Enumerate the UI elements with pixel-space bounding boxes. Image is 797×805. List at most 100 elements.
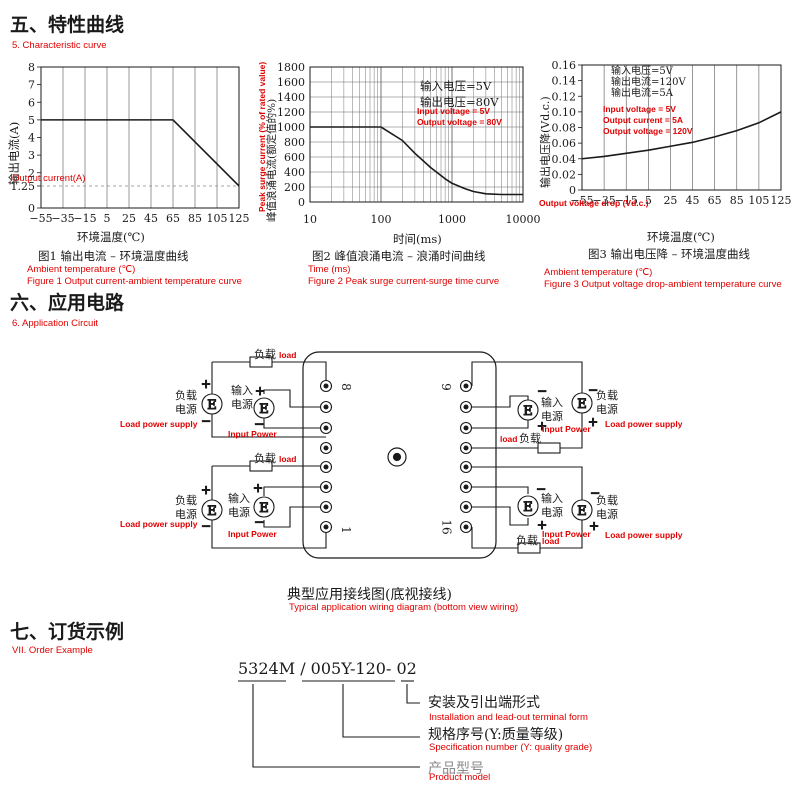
load-label-cn-2: 负载 [254,452,276,465]
load-label-en-1: load [279,350,297,360]
chart-frame [581,64,782,191]
pin-right-center [463,464,469,470]
wire [272,361,327,381]
plus-sign: + [253,481,263,495]
pin-right [459,480,473,494]
minus-sign: − [201,519,211,533]
chart-xtick-label: 45 [144,212,158,225]
plus-sign: + [537,419,547,433]
pin-left-center [323,504,329,510]
pin-right-center [463,504,469,510]
chart-xtick-label: 125 [771,194,792,207]
pin-right-center [463,524,469,530]
chart-ytick-label: 7 [28,79,35,92]
load-power-cn-br-2: 电源 [596,508,618,521]
chart-ytick-label: 0 [28,202,35,215]
wire [472,395,529,408]
chart2-legend-2: 输出电压=80V [420,95,499,109]
chart-series-line [41,119,240,187]
chart-ytick-label: 0.16 [552,59,577,72]
input-source-bl [253,496,275,518]
chart-ytick-label: 0.14 [552,75,577,88]
chart3-xlabel-en: Ambient temperature (℃) [544,267,653,278]
load-power-en-br: Load power supply [605,530,683,540]
chart1-xlabel-en: Ambient temperature (℃) [27,264,136,275]
pin-right-center [463,404,469,410]
wire [560,413,583,449]
load-power-en-tr: Load power supply [605,419,683,429]
plus-sign: + [588,415,598,429]
wire [263,418,320,429]
load-label-en-4: load [542,536,560,546]
minus-sign: − [201,414,211,428]
chart-xtick-label: 10 [303,213,317,226]
load-source-tl [201,393,223,415]
chart3-legend-1: 输入电压=5V [611,66,673,77]
load-source-tl-symbol: E [207,398,217,413]
chart-xtick-label: 85 [188,212,202,225]
minus-sign: − [590,486,600,500]
pin-left [319,400,333,414]
chart2-legend-en-2: Output voltage = 80V [417,117,502,127]
pin-left [319,421,333,435]
chart-ytick-label: 1400 [277,91,305,104]
load-power-cn-tl-1: 负载 [175,389,197,402]
chart3-xlabel: 环境温度(℃) [647,230,715,244]
chart-xtick-label: −35 [593,194,616,207]
chart1-caption-en: Figure 1 Output current-ambient temperat… [27,276,242,287]
chart-ytick-label: 400 [284,166,305,179]
plus-sign: + [201,377,211,391]
minus-sign: − [254,417,264,431]
chart-ytick-label: 8 [28,61,35,74]
plus-sign: + [255,384,265,398]
load-source-br-symbol: E [577,504,587,519]
chart-xtick-label: 1000 [438,213,466,226]
pin-left [319,441,333,455]
wire [472,466,583,500]
input-power-cn-bl-1: 输入 [228,492,250,505]
input-power-cn-tr-2: 电源 [541,410,563,423]
input-source-br-symbol: E [523,500,533,515]
order-item3-en: Product model [429,772,491,783]
plus-sign: + [537,518,547,532]
load-source-bl-symbol: E [207,504,217,519]
chart-xtick-label: 45 [686,194,700,207]
chart-xtick-label: 100 [371,213,392,226]
chart3-legend-2: 输出电流=120V [611,77,686,88]
order-item2-en: Specification number (Y: quality grade) [429,742,593,753]
pin-left-center [323,445,329,451]
load-power-cn-tr-1: 负载 [596,389,618,402]
wire [263,389,320,408]
chart-ytick-label: 3 [28,149,35,162]
chart-ytick-label: 0.12 [552,90,577,103]
module-mount-hole [387,447,407,467]
order-item1-cn: 安装及引出端形式 [428,695,540,711]
chart-xtick-label: 65 [166,212,180,225]
chart-xtick-label: −55 [29,212,52,225]
minus-sign: − [536,482,546,496]
chart-xtick-label: 5 [104,212,111,225]
input-power-cn-tl-2: 电源 [231,398,253,411]
pin-left-center [323,383,329,389]
load-source-bl [201,499,223,521]
chart-ytick-label: 6 [28,96,35,109]
pin-left-center [323,404,329,410]
chart1-ylabel-en: Output current(A) [12,173,86,184]
pin-left-center [323,524,329,530]
chart3-legend-en-1: Input voltage = 5V [603,104,676,114]
input-power-en-tl: Input Power [228,429,277,439]
load-source-br [571,499,593,521]
plus-sign: + [201,483,211,497]
chart-xtick-label: −55 [570,194,593,207]
wire [472,420,529,429]
input-source-tr-symbol: E [523,404,533,419]
pin-left-center [323,425,329,431]
load-power-cn-bl-1: 负载 [175,494,197,507]
chart-series-line [310,126,523,196]
input-source-bl-symbol: E [259,501,269,516]
